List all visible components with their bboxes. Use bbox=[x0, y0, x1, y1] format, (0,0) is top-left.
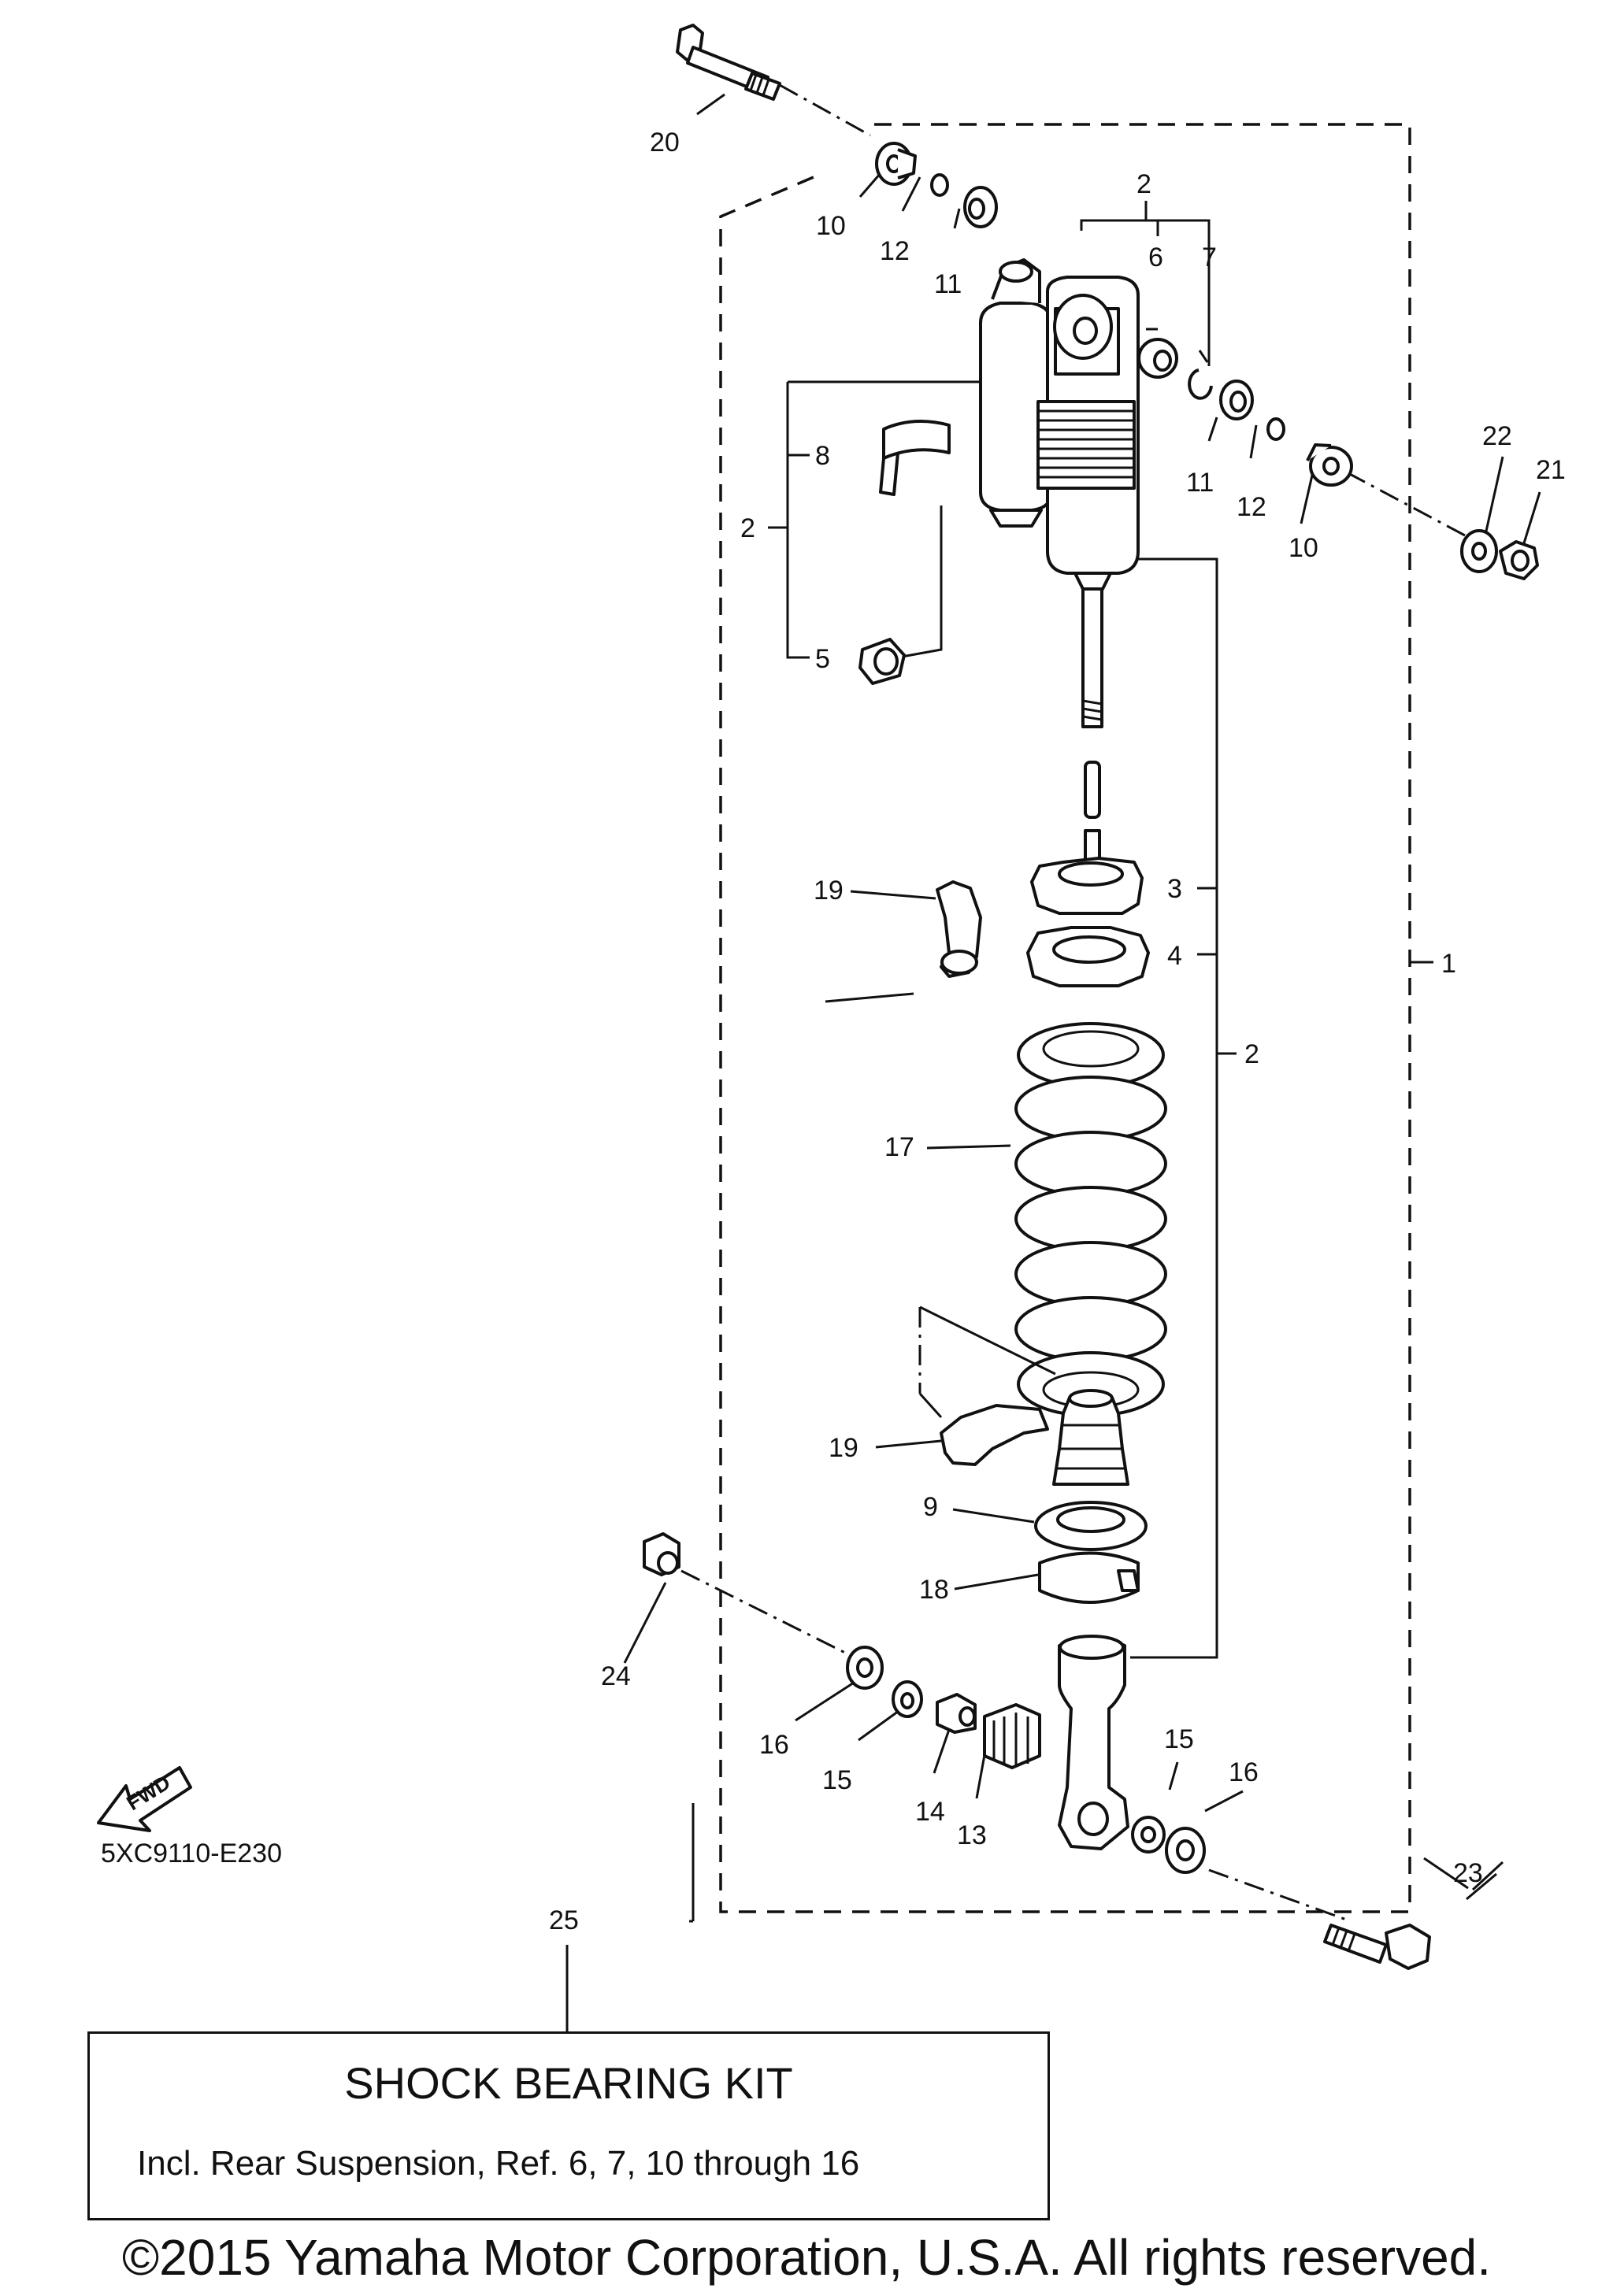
callout-24: 24 bbox=[601, 1661, 631, 1691]
lock-ring-4 bbox=[1026, 926, 1150, 987]
callout-3: 3 bbox=[1167, 874, 1182, 904]
callout-1: 1 bbox=[1441, 949, 1456, 979]
oring-12-right bbox=[1266, 417, 1285, 441]
callout-12: 12 bbox=[1237, 492, 1266, 522]
bracket-lines bbox=[768, 201, 1433, 1659]
callout-18: 18 bbox=[919, 1575, 949, 1605]
nut-5 bbox=[858, 638, 906, 685]
callout-22: 22 bbox=[1482, 421, 1512, 451]
nut-21 bbox=[1499, 540, 1539, 580]
assembly-boundary bbox=[719, 123, 1411, 1913]
washer-22 bbox=[1460, 529, 1498, 573]
callout-23: 23 bbox=[1453, 1858, 1483, 1888]
callout-16: 16 bbox=[759, 1730, 789, 1760]
callout-11: 11 bbox=[1186, 468, 1214, 498]
copyright-notice: ©2015 Yamaha Motor Corporation, U.S.A. A… bbox=[121, 2229, 1492, 2286]
callout-10: 10 bbox=[1289, 533, 1318, 563]
callout-6: 6 bbox=[1148, 243, 1163, 272]
collar-15-right bbox=[1131, 1816, 1166, 1853]
circlip-7 bbox=[1188, 368, 1213, 400]
washer-16-left bbox=[846, 1646, 884, 1690]
callout-8: 8 bbox=[815, 441, 830, 471]
label-8 bbox=[879, 420, 951, 496]
callout-4: 4 bbox=[1167, 941, 1182, 971]
bearing-13 bbox=[983, 1703, 1041, 1769]
callout-10: 10 bbox=[816, 211, 846, 241]
callout-15: 15 bbox=[1164, 1724, 1194, 1754]
diagram-code: 5XC9110-E230 bbox=[101, 1839, 282, 1868]
upper-bolt-20 bbox=[676, 24, 781, 101]
kit-description: Incl. Rear Suspension, Ref. 6, 7, 10 thr… bbox=[137, 2144, 860, 2183]
spring-guide-9 bbox=[1034, 1501, 1148, 1551]
collar-10-right bbox=[1306, 443, 1353, 487]
bearing-11-right bbox=[1219, 380, 1254, 420]
adjuster-ring-3 bbox=[1030, 857, 1144, 915]
spring-clip-19 bbox=[940, 950, 978, 975]
callout-20: 20 bbox=[650, 128, 680, 157]
shock-bearing-kit-box: SHOCK BEARING KIT Incl. Rear Suspension,… bbox=[87, 2031, 1050, 2220]
callout-17: 17 bbox=[884, 1132, 914, 1162]
bump-stop bbox=[1052, 1389, 1129, 1486]
callout-labels: 20 10 12 11 2 6 7 8 2 5 11 12 10 22 21 1… bbox=[549, 128, 1566, 1935]
lower-seat-18 bbox=[1038, 1551, 1140, 1604]
oring-12-left bbox=[930, 173, 949, 197]
lower-clevis bbox=[1058, 1635, 1129, 1850]
spring-17 bbox=[1014, 1022, 1167, 1417]
callout-2: 2 bbox=[1137, 169, 1151, 199]
callout-9: 9 bbox=[923, 1492, 938, 1522]
collar-15-left bbox=[892, 1680, 923, 1718]
washer-16-right bbox=[1165, 1827, 1206, 1874]
callout-14: 14 bbox=[915, 1797, 945, 1827]
fwd-arrow-icon: FWD bbox=[97, 1766, 192, 1832]
collar-10-left bbox=[875, 142, 917, 186]
callout-19: 19 bbox=[814, 876, 844, 905]
lower-bolt-23 bbox=[1323, 1924, 1431, 1970]
bushing-14 bbox=[936, 1693, 977, 1734]
callout-25: 25 bbox=[549, 1905, 579, 1935]
piston-rod bbox=[1081, 587, 1103, 872]
callout-12: 12 bbox=[880, 236, 910, 266]
bearing-11-left bbox=[963, 186, 998, 228]
shock-main-body bbox=[1036, 276, 1140, 591]
callout-13: 13 bbox=[957, 1820, 987, 1850]
spring-seat-19-lower bbox=[940, 1404, 1049, 1466]
callout-16: 16 bbox=[1229, 1757, 1259, 1787]
nut-24 bbox=[643, 1532, 680, 1576]
callout-15: 15 bbox=[822, 1765, 852, 1795]
reservoir-body bbox=[979, 258, 1053, 528]
callout-19: 19 bbox=[829, 1433, 858, 1463]
bushing-6 bbox=[1137, 338, 1178, 379]
callout-2: 2 bbox=[1244, 1039, 1259, 1069]
callout-2: 2 bbox=[740, 513, 755, 543]
kit-title: SHOCK BEARING KIT bbox=[344, 2058, 793, 2108]
callout-7: 7 bbox=[1202, 243, 1217, 272]
callout-21: 21 bbox=[1536, 455, 1566, 485]
callout-5: 5 bbox=[815, 644, 830, 674]
callout-11: 11 bbox=[934, 269, 962, 299]
